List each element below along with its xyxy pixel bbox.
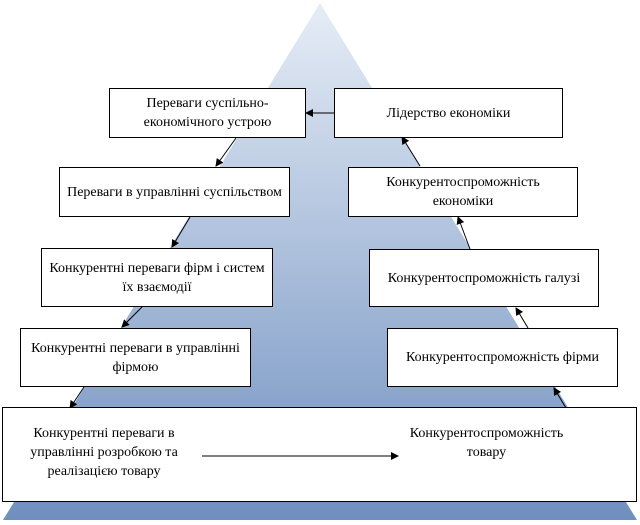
economy-leadership-box: Лідерство економіки <box>334 88 563 138</box>
product-development-label: Конкурентні переваги в управлінні розроб… <box>30 426 178 479</box>
arrow-firms-to-firm-management <box>121 306 143 328</box>
society-management-box: Переваги в управлінні суспільством <box>59 167 290 217</box>
firms-interaction-box: Конкурентні переваги фірм і систем їх вз… <box>41 248 273 307</box>
economy-competitiveness-label: Конкурентоспроможність економіки <box>386 175 540 209</box>
society-management-label: Переваги в управлінні суспільством <box>67 184 282 200</box>
arrow-economy-to-leadership <box>401 136 421 167</box>
arrow-firm-to-industry <box>515 307 529 329</box>
firms-interaction-label: Конкурентні переваги фірм і систем їх вз… <box>49 260 265 295</box>
economy-leadership-label: Лідерство економіки <box>386 105 511 121</box>
industry-competitiveness-box: Конкурентоспроможність галузі <box>369 249 599 307</box>
firm-competitiveness-box: Конкурентоспроможність фірми <box>387 328 618 387</box>
arrow-firm-management-to-product <box>69 386 85 409</box>
firm-management-label: Конкурентні переваги в управлінні фірмою <box>31 340 240 375</box>
arrow-societal-to-society-management <box>215 137 237 167</box>
product-competitiveness-label: Конкурентоспроможність товару <box>409 426 564 460</box>
firm-competitiveness-label: Конкурентоспроможність фірми <box>405 350 600 365</box>
firm-management-box: Конкурентні переваги в управлінні фірмою <box>20 328 251 387</box>
arrow-society-management-to-firms <box>171 216 191 248</box>
societal-system-box: Переваги суспільно-економічного устрою <box>109 88 306 138</box>
pyramid-shape <box>3 3 637 520</box>
economy-competitiveness-box: Конкурентоспроможність економіки <box>348 167 578 217</box>
societal-system-label: Переваги суспільно-економічного устрою <box>143 96 272 130</box>
arrow-product-to-firm-competitiveness <box>553 387 567 409</box>
arrow-industry-to-economy <box>456 216 471 250</box>
industry-competitiveness-label: Конкурентоспроможність галузі <box>387 270 581 286</box>
base-box: Конкурентні переваги в управлінні розроб… <box>2 407 637 502</box>
